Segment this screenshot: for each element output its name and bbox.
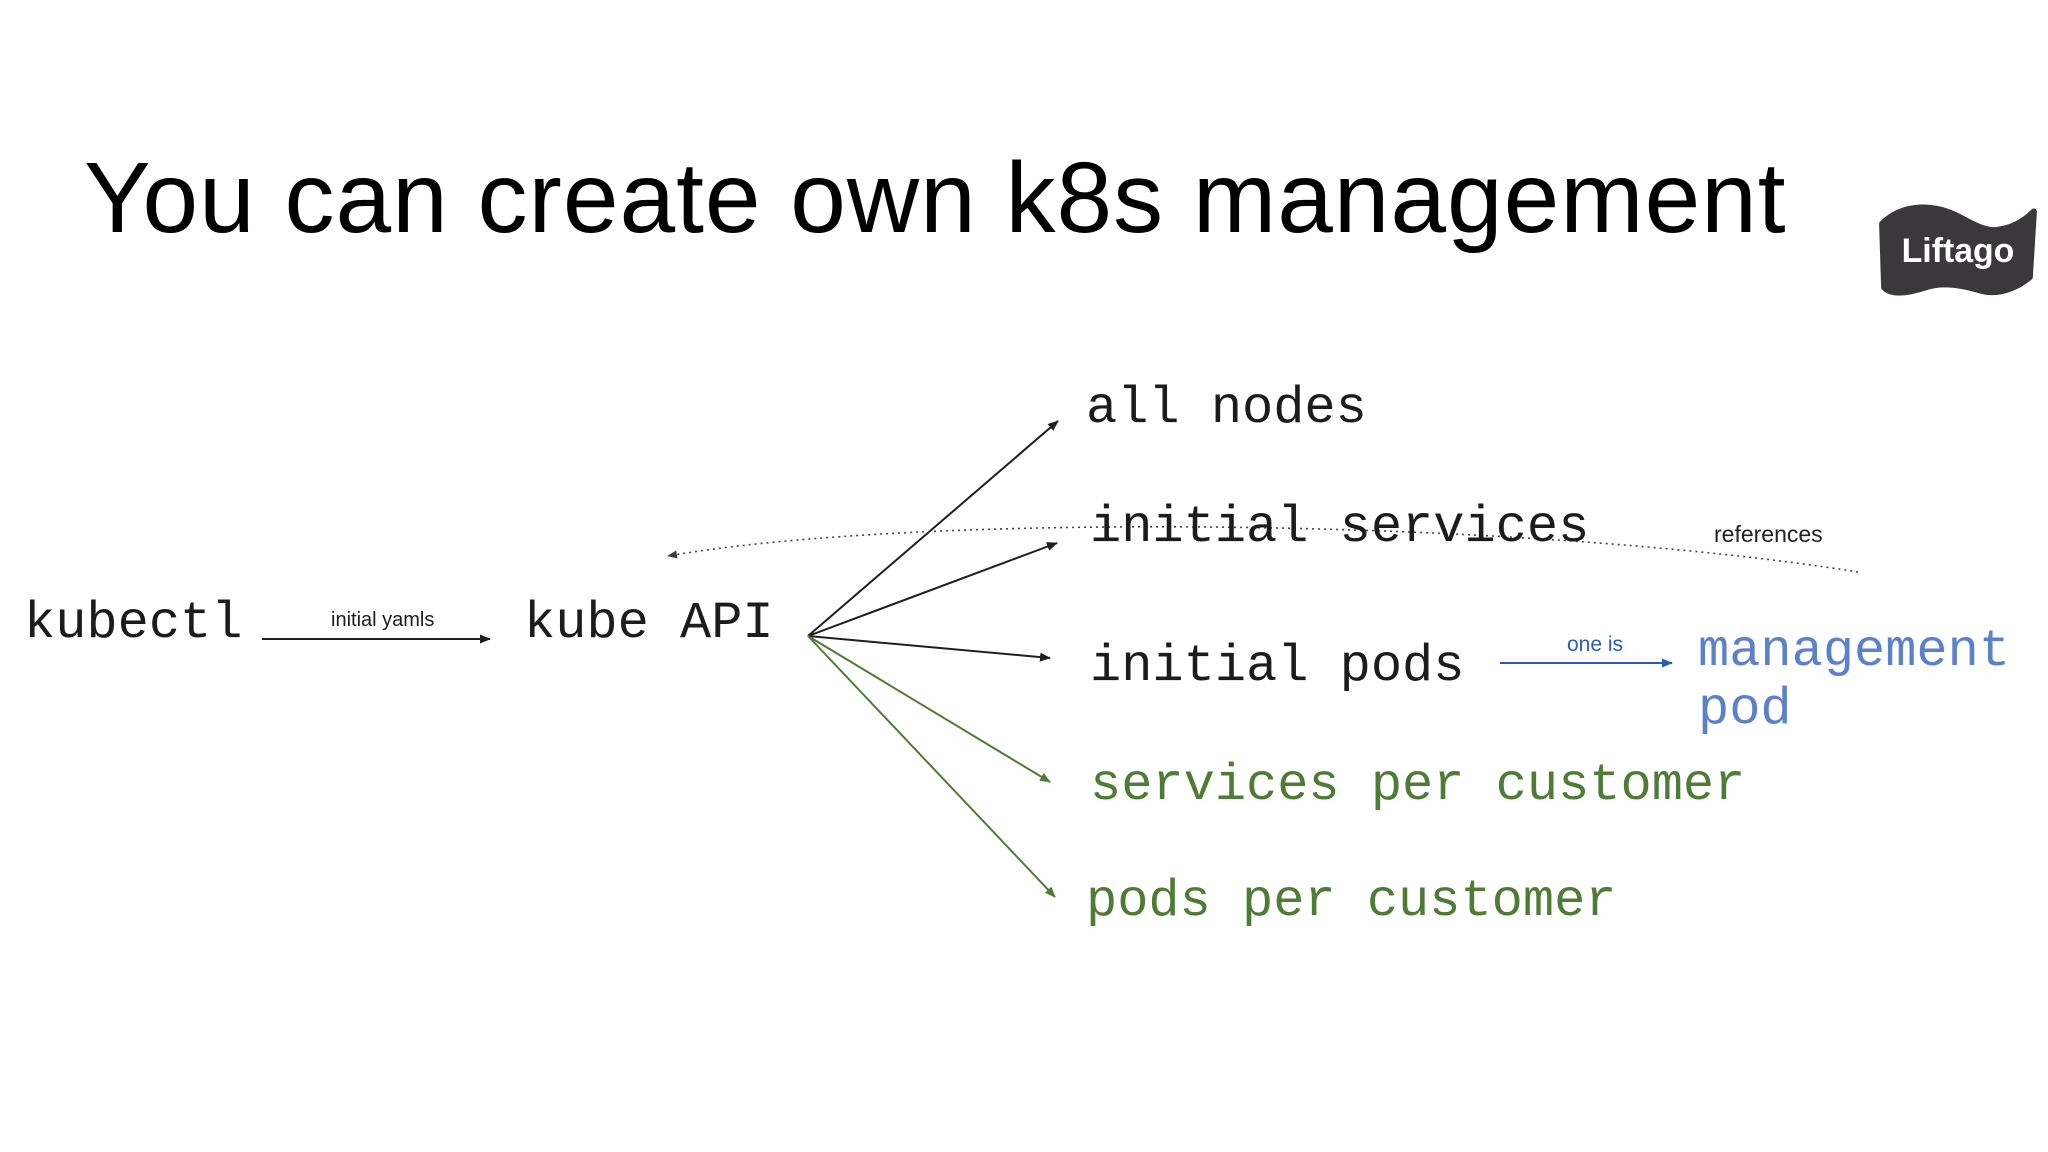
liftago-flag-shape xyxy=(1879,204,2037,296)
liftago-logo: Liftago xyxy=(1879,204,2037,296)
arrow-kube-api-to-pods-per-customer xyxy=(807,635,1056,898)
node-services-per-customer: services per customer xyxy=(1090,756,1746,815)
node-kube-api: kube API xyxy=(524,594,774,653)
arrow-kube-api-to-services-per-customer xyxy=(807,635,1051,783)
node-initial-services: initial services xyxy=(1090,498,1590,557)
node-initial-pods: initial pods xyxy=(1090,637,1465,696)
arrow-kube-api-to-all-nodes xyxy=(807,420,1059,637)
edge-label-initial-yamls: initial yamls xyxy=(331,609,435,631)
node-management-pod-line1: management xyxy=(1698,622,2011,681)
arrow-kube-api-to-initial-services xyxy=(807,542,1058,637)
edge-label-references: references xyxy=(1714,521,1823,547)
slide-title: You can create own k8s management xyxy=(84,142,1787,254)
node-management-pod-line2: pod xyxy=(1698,680,1792,739)
node-kubectl: kubectl xyxy=(24,594,243,653)
arrow-kube-api-to-initial-pods xyxy=(807,635,1051,662)
liftago-logo-text: Liftago xyxy=(1902,232,2015,270)
edge-label-one-is: one is xyxy=(1567,633,1624,656)
node-all-nodes: all nodes xyxy=(1086,379,1367,438)
node-pods-per-customer: pods per customer xyxy=(1086,872,1617,931)
